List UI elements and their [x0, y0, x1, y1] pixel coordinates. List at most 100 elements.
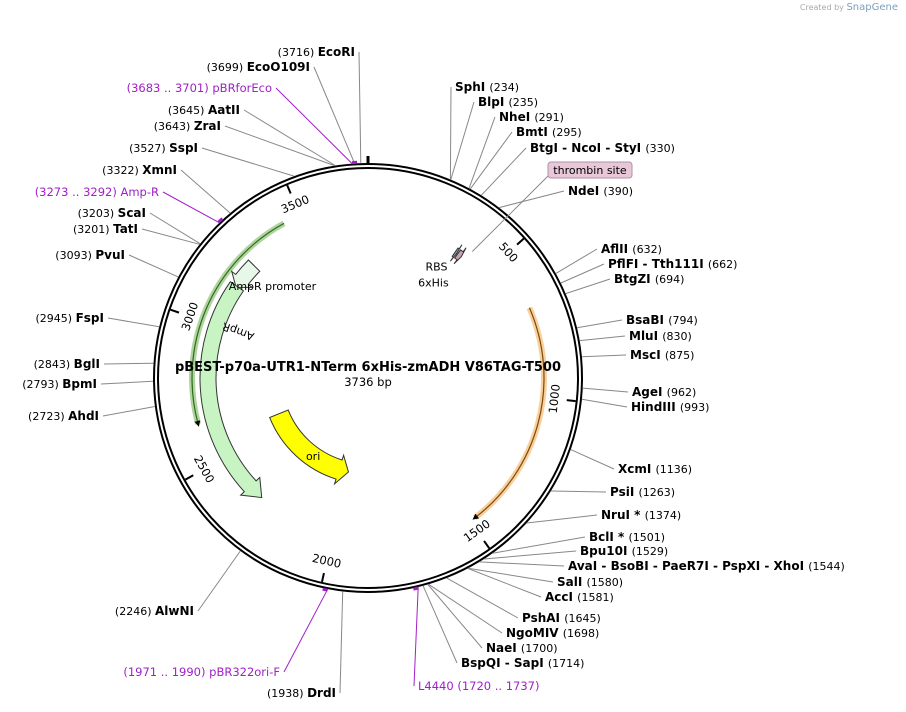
primer-l4440-bar	[413, 586, 419, 591]
enzyme-nhei-pos: (291)	[534, 111, 564, 124]
primer-pbrforeco-name: pBRforEco	[212, 81, 272, 95]
enzyme-psii-leader	[550, 490, 607, 493]
enzyme-hindiii-leader	[581, 398, 628, 408]
enzyme-bpu10i-pos: (1529)	[632, 545, 669, 558]
enzyme-pflfi-tth111i-label: PflFI - Tth111I (662)	[608, 257, 737, 271]
enzyme-fspi-name: FspI	[76, 311, 104, 325]
primer-l4440-label: L4440 (1720 .. 1737)	[418, 679, 539, 693]
enzyme-alwni-leader	[197, 550, 241, 612]
enzyme-bcli-name: BclI *	[589, 530, 628, 544]
zmadh-orf-glow	[473, 306, 547, 521]
enzyme-avai-bsobi-paer7i-pspxi-xhoi-leader	[479, 561, 565, 567]
enzyme-xcmi-pos: (1136)	[656, 463, 693, 476]
enzyme-sphi-label: SphI (234)	[455, 80, 519, 94]
primer-pbr322ori-f-label: (1971 .. 1990) pBR322ori-F	[123, 665, 280, 679]
enzyme-scai-label: (3203) ScaI	[78, 206, 146, 220]
enzyme-aflii-leader	[555, 248, 598, 274]
enzyme-bcli-label: BclI * (1501)	[589, 530, 665, 544]
rbs-feature	[450, 244, 463, 262]
plasmid-size: 3736 bp	[344, 375, 392, 389]
enzyme-fspi-pos: (2945)	[36, 312, 76, 325]
enzyme-bspqi-sapi-pos: (1714)	[548, 657, 585, 670]
enzyme-nhei-name: NheI	[499, 110, 534, 124]
enzyme-bcli-pos: (1501)	[628, 531, 665, 544]
enzyme-bgli-pos: (2843)	[34, 358, 74, 371]
enzyme-alwni-label: (2246) AlwNI	[115, 604, 194, 618]
enzyme-bmti-name: BmtI	[516, 125, 552, 139]
enzyme-ecoo109i-pos: (3699)	[207, 61, 247, 74]
enzyme-ecoo109i-name: EcoO109I	[247, 60, 310, 74]
enzyme-bpmi-pos: (2793)	[22, 378, 62, 391]
enzyme-ahdi-name: AhdI	[68, 409, 99, 423]
enzyme-zrai-label: (3643) ZraI	[154, 119, 221, 133]
enzyme-pvui-leader	[128, 254, 179, 278]
tick-label-1500: 1500	[461, 516, 493, 544]
primer-pbr322ori-f-name: pBR322ori-F	[209, 665, 280, 679]
enzyme-xcmi-name: XcmI	[618, 462, 656, 476]
enzyme-nhei-leader	[468, 116, 496, 189]
backbone	[153, 156, 583, 593]
enzyme-ahdi-leader	[102, 406, 155, 417]
enzyme-bpu10i-leader	[483, 550, 577, 560]
primer-pbrforeco-label: (3683 .. 3701) pBRforEco	[127, 81, 272, 95]
enzyme-nrui-pos: (1374)	[645, 509, 682, 522]
watermark: Created by SnapGene	[800, 2, 898, 13]
enzyme-pvui-name: PvuI	[95, 248, 125, 262]
enzyme-nrui-label: NruI * (1374)	[601, 508, 681, 522]
enzyme-msci-pos: (875)	[665, 349, 695, 362]
enzyme-btgzi-name: BtgZI	[614, 272, 655, 286]
enzyme-bpu10i-name: Bpu10I	[580, 544, 632, 558]
enzyme-sspi-pos: (3527)	[129, 142, 169, 155]
enzyme-scai-pos: (3203)	[78, 207, 118, 220]
enzyme-hindiii-label: HindIII (993)	[631, 400, 709, 414]
enzyme-ecori-leader	[358, 51, 362, 164]
enzyme-avai-bsobi-paer7i-pspxi-xhoi-label: AvaI - BsoBI - PaeR7I - PspXI - XhoI (15…	[568, 559, 845, 573]
enzyme-bsabi-pos: (794)	[668, 314, 698, 327]
enzyme-agei-leader	[582, 387, 629, 393]
label-leaders	[100, 51, 629, 694]
site-labels: (3716) EcoRI (3699) EcoO109I (3645) AatII (…	[22, 45, 845, 700]
enzyme-aatii-leader	[243, 109, 336, 166]
enzyme-hindiii-name: HindIII	[631, 400, 680, 414]
enzyme-ngomiv-pos: (1698)	[563, 627, 600, 640]
enzyme-pvui-pos: (3093)	[55, 249, 95, 262]
enzyme-ndei-pos: (390)	[603, 185, 633, 198]
enzyme-scai-leader	[149, 212, 201, 245]
enzyme-aflii-label: AflII (632)	[601, 242, 662, 256]
enzyme-aatii-label: (3645) AatII	[168, 103, 240, 117]
enzyme-sphi-name: SphI	[455, 80, 489, 94]
tick-1000	[566, 399, 576, 403]
enzyme-acci-name: AccI	[545, 590, 577, 604]
primer-pbr322ori-f-pos: (1971 .. 1990)	[123, 665, 209, 679]
tick-3000	[170, 308, 180, 314]
tick-1500	[483, 540, 491, 549]
enzyme-fspi-label: (2945) FspI	[36, 311, 104, 325]
enzyme-naei-leader	[427, 584, 483, 649]
tick-label-2500: 2500	[191, 453, 217, 485]
enzyme-xcmi-label: XcmI (1136)	[618, 462, 692, 476]
enzyme-xmni-name: XmnI	[142, 163, 177, 177]
enzyme-mlui-leader	[579, 335, 626, 342]
enzyme-drdi-name: DrdI	[307, 686, 336, 700]
map-center: pBEST-p70a-UTR1-NTerm 6xHis-zmADH V86TAG…	[175, 360, 561, 389]
primer-pbrforeco-pos: (3683 .. 3701)	[127, 81, 213, 95]
enzyme-tati-leader	[141, 228, 200, 245]
tick-2500	[184, 474, 194, 481]
enzyme-sspi-label: (3527) SspI	[129, 141, 198, 155]
enzyme-ecori-label: (3716) EcoRI	[278, 45, 355, 59]
enzyme-ngomiv-leader	[428, 583, 503, 634]
enzyme-ndei-leader	[498, 190, 565, 209]
enzyme-ahdi-label: (2723) AhdI	[28, 409, 99, 423]
enzyme-blpi-name: BlpI	[478, 95, 509, 109]
enzyme-pflfi-tth111i-pos: (662)	[708, 258, 738, 271]
enzyme-alwni-name: AlwNI	[155, 604, 194, 618]
enzyme-mlui-name: MluI	[629, 329, 662, 343]
enzyme-aatii-name: AatII	[208, 103, 240, 117]
enzyme-ahdi-pos: (2723)	[28, 410, 68, 423]
enzyme-bgli-name: BglI	[74, 357, 100, 371]
ampr-promoter-label: AmpR promoter	[229, 280, 317, 293]
thrombin-site-leader	[471, 175, 549, 252]
enzyme-btgi-ncoi-styi-label: BtgI - NcoI - StyI (330)	[530, 141, 675, 155]
enzyme-tati-name: TatI	[113, 222, 138, 236]
